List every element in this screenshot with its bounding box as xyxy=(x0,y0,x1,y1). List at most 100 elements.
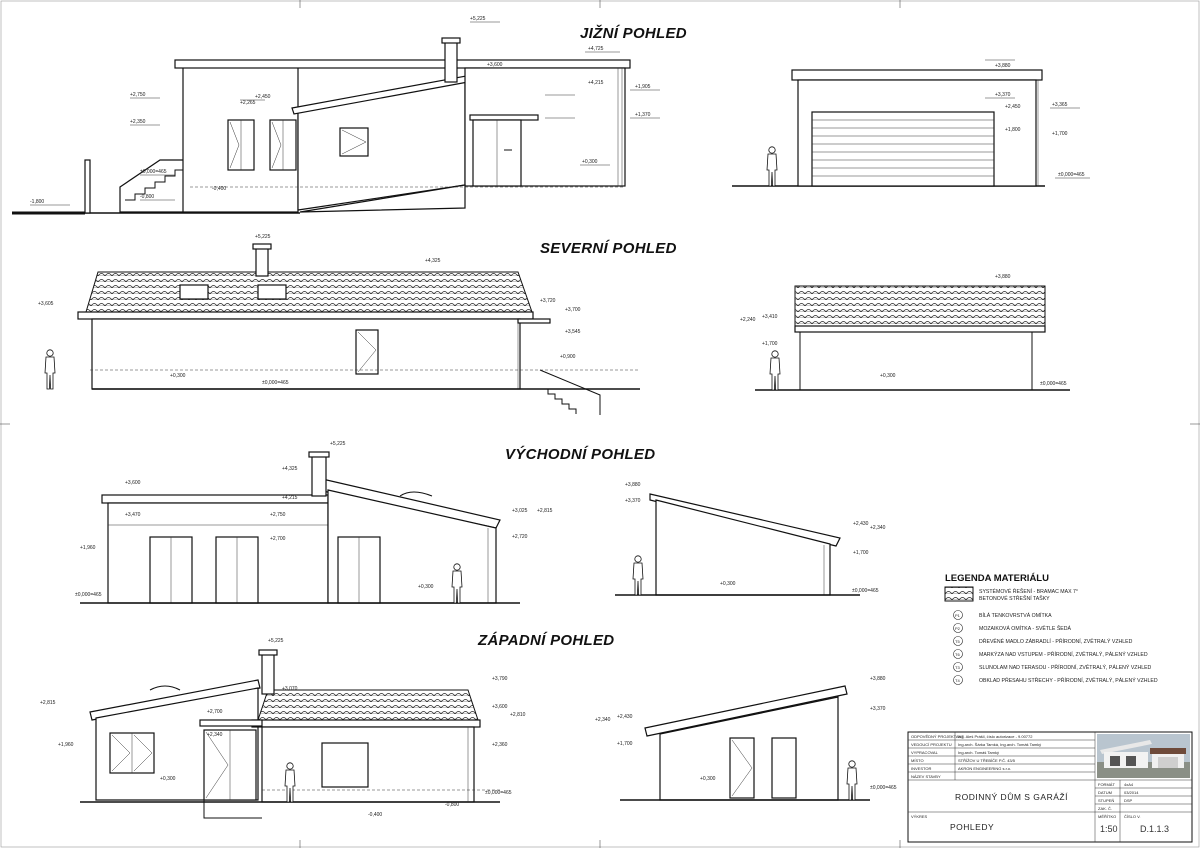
svg-text:VYPRACOVAL: VYPRACOVAL xyxy=(911,750,939,755)
svg-text:VEDOUCÍ PROJEKTU: VEDOUCÍ PROJEKTU xyxy=(911,742,952,747)
svg-text:Ing.arch. Tomáš Tamký: Ing.arch. Tomáš Tamký xyxy=(958,750,999,755)
svg-text:+2,340: +2,340 xyxy=(870,525,886,531)
svg-text:+3,880: +3,880 xyxy=(995,63,1011,69)
drawing-number: D.1.1.3 xyxy=(1140,824,1169,834)
svg-text:INVESTOR: INVESTOR xyxy=(911,766,931,771)
svg-text:ČÍSLO V.: ČÍSLO V. xyxy=(1124,814,1141,819)
svg-text:DŘEVĚNÉ MADLO ZÁBRADLÍ - PŘÍRO: DŘEVĚNÉ MADLO ZÁBRADLÍ - PŘÍRODNÍ, ZVĚTR… xyxy=(979,637,1133,645)
drawing-name: POHLEDY xyxy=(950,822,994,832)
svg-text:+2,450: +2,450 xyxy=(1005,104,1021,110)
house-render-thumbnail xyxy=(1097,734,1190,778)
south-level-markers xyxy=(30,21,660,206)
svg-text:-0,400: -0,400 xyxy=(212,186,226,192)
svg-text:+2,815: +2,815 xyxy=(537,508,553,514)
svg-text:+2,430: +2,430 xyxy=(617,714,633,720)
west-garage-level-labels: +3,880 +3,370 +2,430 +2,340 +1,700 +0,30… xyxy=(595,676,897,791)
view-title-south: JIŽNÍ POHLED xyxy=(580,24,687,42)
svg-text:03/2014: 03/2014 xyxy=(1124,790,1139,795)
svg-text:+1,960: +1,960 xyxy=(58,742,74,748)
svg-text:+3,600: +3,600 xyxy=(492,704,508,710)
legend-item: T5 DŘEVĚNÉ MADLO ZÁBRADLÍ - PŘÍRODNÍ, ZV… xyxy=(953,636,1133,646)
svg-text:+0,300: +0,300 xyxy=(160,776,176,782)
view-title-east: VÝCHODNÍ POHLED xyxy=(505,446,655,463)
svg-text:+0,900: +0,900 xyxy=(560,354,576,360)
svg-text:+2,430: +2,430 xyxy=(853,521,869,527)
svg-text:+1,700: +1,700 xyxy=(617,741,633,747)
east-level-labels: +5,225 +4,325 +4,215 +3,600 +3,470 +3,02… xyxy=(75,441,553,598)
svg-text:P1: P1 xyxy=(955,613,961,618)
svg-text:+0,300: +0,300 xyxy=(170,373,186,379)
north-elevation-garage xyxy=(755,285,1070,391)
svg-text:+3,880: +3,880 xyxy=(870,676,886,682)
svg-text:+1,370: +1,370 xyxy=(635,112,651,118)
svg-text:AKRON ENGINEERING s.r.o.: AKRON ENGINEERING s.r.o. xyxy=(958,766,1011,771)
svg-text:P2: P2 xyxy=(955,626,961,631)
svg-text:MOZAIKOVÁ OMÍTKA - SVĚTLE ŠEDÁ: MOZAIKOVÁ OMÍTKA - SVĚTLE ŠEDÁ xyxy=(979,624,1071,632)
svg-text:OBKLAD PŘESAHU STŘECHY - PŘÍRO: OBKLAD PŘESAHU STŘECHY - PŘÍRODNÍ, ZVĚTR… xyxy=(979,676,1158,684)
svg-text:Ing. Aleš Prášil, číslo autori: Ing. Aleš Prášil, číslo autorizace - 9.0… xyxy=(958,734,1033,739)
svg-text:+0,300: +0,300 xyxy=(880,373,896,379)
roof-tile-swatch xyxy=(944,586,974,602)
svg-text:4xA4: 4xA4 xyxy=(1124,782,1134,787)
svg-text:+2,340: +2,340 xyxy=(595,717,611,723)
svg-text:MARKÝZA NAD VSTUPEM - PŘÍRODNÍ: MARKÝZA NAD VSTUPEM - PŘÍRODNÍ, ZVĚTRALÝ… xyxy=(979,650,1148,658)
svg-text:DATUM: DATUM xyxy=(1098,790,1112,795)
svg-text:+4,725: +4,725 xyxy=(588,46,604,52)
north-level-labels: +5,225 +4,325 +3,605 +3,720 +3,700 +3,54… xyxy=(38,234,581,386)
svg-text:BETONOVÉ STŘEŠNÍ TAŠKY: BETONOVÉ STŘEŠNÍ TAŠKY xyxy=(979,594,1050,602)
svg-text:+1,700: +1,700 xyxy=(762,341,778,347)
svg-text:+4,325: +4,325 xyxy=(282,466,298,472)
svg-text:-0,400: -0,400 xyxy=(368,812,382,818)
svg-text:+2,265: +2,265 xyxy=(240,100,256,106)
svg-text:+1,905: +1,905 xyxy=(635,84,651,90)
svg-text:+4,215: +4,215 xyxy=(588,80,604,86)
svg-text:DSP: DSP xyxy=(1124,798,1133,803)
svg-text:SLUNOLAM NAD TERASOU - PŘÍRODN: SLUNOLAM NAD TERASOU - PŘÍRODNÍ, ZVĚTRAL… xyxy=(979,663,1152,671)
svg-text:FORMÁT: FORMÁT xyxy=(1098,782,1115,787)
svg-text:+1,700: +1,700 xyxy=(853,550,869,556)
south-level-labels: +5,225 +4,725 +4,215 +3,600 +2,750 +2,35… xyxy=(30,16,651,205)
svg-text:±0,000=465: ±0,000=465 xyxy=(1058,172,1085,178)
svg-text:+0,300: +0,300 xyxy=(418,584,434,590)
svg-text:+2,720: +2,720 xyxy=(512,534,528,540)
svg-text:±0,000=465: ±0,000=465 xyxy=(140,169,167,175)
svg-text:T4: T4 xyxy=(955,678,960,683)
svg-text:+1,960: +1,960 xyxy=(80,545,96,551)
legend-item: T4 OBKLAD PŘESAHU STŘECHY - PŘÍRODNÍ, ZV… xyxy=(953,675,1158,685)
view-title-north: SEVERNÍ POHLED xyxy=(540,240,677,257)
svg-text:+3,600: +3,600 xyxy=(487,62,503,68)
svg-text:±0,000=465: ±0,000=465 xyxy=(852,588,879,594)
svg-text:+2,450: +2,450 xyxy=(255,94,271,100)
svg-text:VÝKRES: VÝKRES xyxy=(911,814,928,819)
svg-text:ODPOVĚDNÝ PROJEKTANT: ODPOVĚDNÝ PROJEKTANT xyxy=(911,734,964,739)
svg-text:T6: T6 xyxy=(955,652,960,657)
svg-text:+4,215: +4,215 xyxy=(282,495,298,501)
material-legend: LEGENDA MATERIÁLU SYSTÉMOVÉ ŘEŠENÍ - BRA… xyxy=(944,573,1158,685)
svg-text:+5,225: +5,225 xyxy=(255,234,271,240)
svg-text:+2,700: +2,700 xyxy=(270,536,286,542)
svg-text:+3,880: +3,880 xyxy=(625,482,641,488)
east-elevation-garage xyxy=(615,493,860,596)
svg-text:NÁZEV STAVBY: NÁZEV STAVBY xyxy=(911,774,941,779)
svg-text:+2,810: +2,810 xyxy=(510,712,526,718)
svg-text:+5,225: +5,225 xyxy=(470,16,486,22)
svg-text:+0,300: +0,300 xyxy=(582,159,598,165)
svg-text:+2,700: +2,700 xyxy=(207,709,223,715)
svg-text:+3,470: +3,470 xyxy=(125,512,141,518)
svg-text:+3,410: +3,410 xyxy=(762,314,778,320)
svg-text:+3,070: +3,070 xyxy=(282,686,298,692)
svg-text:+5,225: +5,225 xyxy=(330,441,346,447)
legend-item: T6 MARKÝZA NAD VSTUPEM - PŘÍRODNÍ, ZVĚTR… xyxy=(953,649,1148,659)
legend-item: P1 BÍLÁ TENKOVRSTVÁ OMÍTKA xyxy=(953,610,1052,620)
svg-text:STUPEŇ: STUPEŇ xyxy=(1098,798,1114,803)
legend-item: T3 SLUNOLAM NAD TERASOU - PŘÍRODNÍ, ZVĚT… xyxy=(953,662,1152,672)
svg-text:+4,325: +4,325 xyxy=(425,258,441,264)
svg-text:+3,365: +3,365 xyxy=(1052,102,1068,108)
west-elevation-garage xyxy=(620,685,870,801)
svg-text:+3,605: +3,605 xyxy=(38,301,54,307)
svg-text:+2,750: +2,750 xyxy=(130,92,146,98)
svg-text:+2,340: +2,340 xyxy=(207,732,223,738)
svg-text:±0,000=465: ±0,000=465 xyxy=(870,785,897,791)
